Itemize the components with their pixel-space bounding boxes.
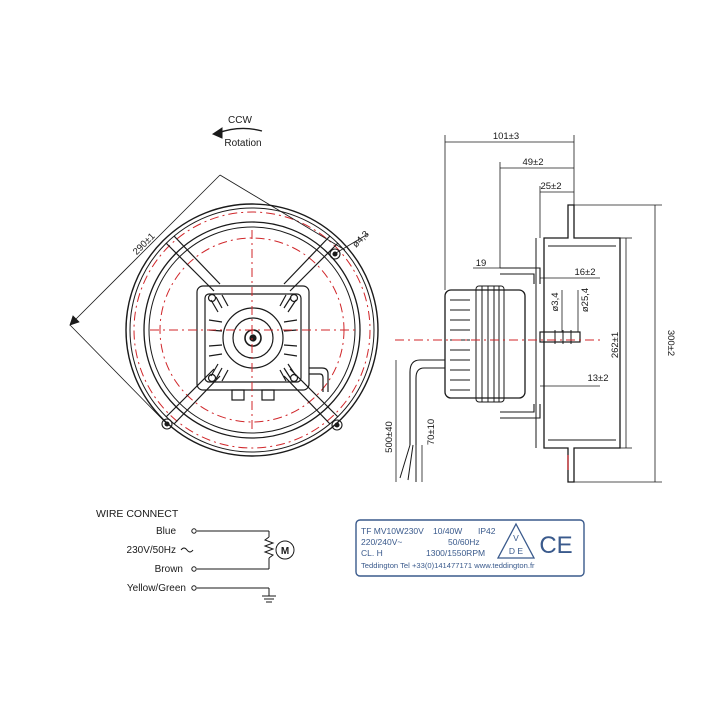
wire-brown-label: Brown: [155, 564, 183, 575]
rotation-arrow: [217, 127, 263, 134]
dim-depth-mid: 49±2: [522, 157, 543, 168]
dims-cable: [395, 360, 423, 482]
dim-outer-dia: 300±2: [665, 330, 676, 356]
wiring-diagram: [180, 528, 295, 603]
nameplate-insulation: CL. H: [361, 548, 383, 558]
dim-hub-dia: ø25,4: [580, 288, 591, 312]
wire-earth-label: Yellow/Green: [127, 583, 186, 594]
dim-depth-total: 101±3: [493, 131, 519, 142]
rotation-direction: CCW: [228, 115, 252, 126]
motor-block: [196, 285, 329, 401]
nameplate-speed: 1300/1550RPM: [426, 548, 485, 558]
dim-cable-length: 500±40: [384, 421, 395, 453]
wiring-motor-symbol: M: [281, 546, 289, 557]
side-view: [395, 135, 662, 483]
nameplate-model: TF MV10W230V: [361, 526, 424, 536]
front-view: [69, 127, 379, 457]
nameplate-voltage: 220/240V~: [361, 537, 402, 547]
nameplate: [355, 519, 585, 577]
outer-ring-inner-edge: [129, 207, 375, 453]
dim-inner-dia: 262±1: [610, 332, 621, 358]
rotation-arrowhead: [211, 127, 223, 139]
vde-mark-de: D E: [509, 546, 524, 556]
dim-depth-flange: 25±2: [540, 181, 561, 192]
cable: [409, 359, 445, 445]
inner-ring: [143, 221, 361, 439]
dim-290: [69, 174, 346, 425]
dim-shaft-offset: 16±2: [574, 267, 595, 278]
dim-hub-depth: 13±2: [587, 373, 608, 384]
nameplate-frequency: 50/60Hz: [448, 537, 480, 547]
ce-mark: CE: [539, 532, 572, 559]
dim-hole: ø4,3: [350, 229, 371, 250]
wire-ends: [399, 444, 417, 482]
supply-label: 230V/50Hz: [127, 545, 176, 556]
nameplate-power: 10/40W: [433, 526, 462, 536]
dims-top: [444, 135, 600, 387]
dim-motor-width: 19: [476, 258, 487, 269]
dim-shaft-dia: ø3,4: [550, 292, 561, 311]
bolt-circle-centerline: [133, 211, 371, 449]
nameplate-protection: IP42: [478, 526, 496, 536]
dim-outer-diameter: 290±1: [131, 231, 157, 257]
motor-body: [444, 289, 526, 399]
dims-right: [561, 204, 662, 483]
hole-leader: [335, 233, 369, 254]
vde-mark-v: V: [513, 533, 519, 543]
wire-blue-label: Blue: [156, 526, 176, 537]
rotation-label: Rotation: [224, 138, 261, 149]
outer-ring: [125, 203, 379, 457]
vde-mark: [496, 522, 536, 559]
spokes: [165, 235, 339, 425]
nameplate-contact: Teddington Tel +33(0)141477171 www.teddi…: [361, 561, 535, 570]
shaft: [539, 331, 581, 343]
dim-wire-strip: 70±10: [426, 419, 437, 445]
wiring-title: WIRE CONNECT: [96, 508, 179, 520]
